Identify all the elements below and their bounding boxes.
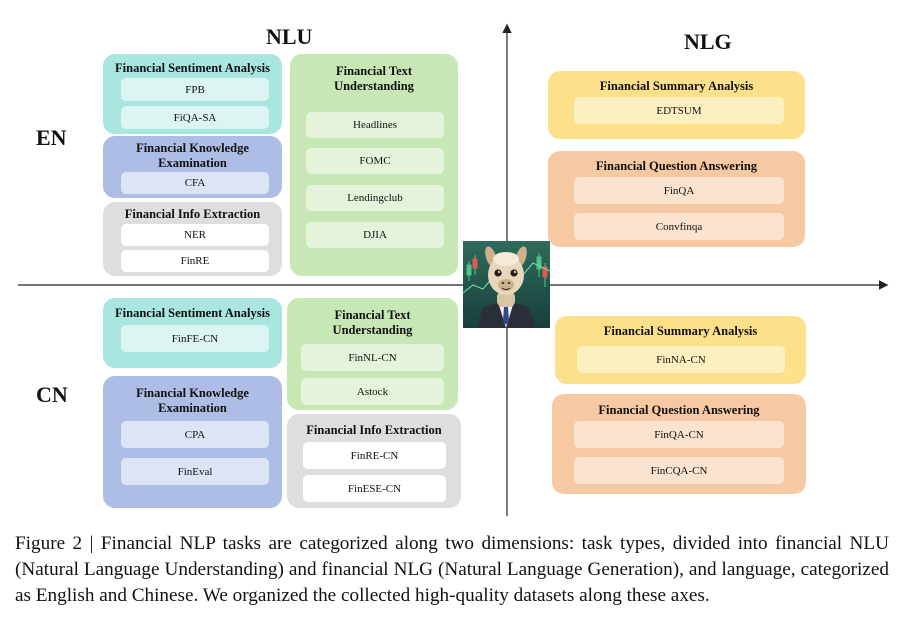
dataset-item: Astock <box>301 378 444 405</box>
dataset-item: Convfinqa <box>574 213 784 240</box>
cn-knowledge-panel: Financial Knowledge Examination CPA FinE… <box>103 376 282 508</box>
nlu-label: NLU <box>266 24 313 49</box>
panel-title: Financial Question Answering <box>595 159 758 173</box>
llama-in-suit-icon <box>462 241 551 328</box>
figure-caption: Figure 2 | Financial NLP tasks are categ… <box>15 533 889 606</box>
dataset-item: Headlines <box>306 112 444 138</box>
cn-label: CN <box>36 382 68 407</box>
dataset-item: FOMC <box>306 148 444 174</box>
en-knowledge-panel: Financial Knowledge Examination CFA <box>103 136 282 198</box>
cn-qa-panel: Financial Question Answering FinQA-CN Fi… <box>552 394 806 494</box>
panel-title: Financial Text Understanding <box>332 308 413 337</box>
panel-title: Financial Knowledge Examination <box>136 141 249 170</box>
en-qa-panel: Financial Question Answering FinQA Convf… <box>548 151 805 247</box>
panel-title: Financial Sentiment Analysis <box>115 61 270 75</box>
dataset-item: FPB <box>121 78 269 101</box>
panel-title: Financial Text Understanding <box>334 64 414 93</box>
en-sentiment-panel: Financial Sentiment Analysis FPB FiQA-SA <box>103 54 282 134</box>
dataset-item: FinNA-CN <box>577 346 785 373</box>
cn-sentiment-panel: Financial Sentiment Analysis FinFE-CN <box>103 298 282 368</box>
dataset-item: EDTSUM <box>574 97 784 124</box>
panel-title: Financial Summary Analysis <box>599 79 754 93</box>
en-label: EN <box>36 125 67 150</box>
en-text-panel: Financial Text Understanding Headlines F… <box>290 54 458 276</box>
dataset-item: FinEval <box>121 458 269 485</box>
dataset-item: Lendingclub <box>306 185 444 211</box>
dataset-item: FinQA <box>574 177 784 204</box>
panel-title: Financial Info Extraction <box>124 207 261 221</box>
cn-text-panel: Financial Text Understanding FinNL-CN As… <box>287 298 458 410</box>
dataset-item: FinCQA-CN <box>574 457 784 484</box>
dataset-item: FinRE-CN <box>303 442 446 469</box>
en-summary-panel: Financial Summary Analysis EDTSUM <box>548 71 805 139</box>
dataset-item: CPA <box>121 421 269 448</box>
cn-extraction-panel: Financial Info Extraction FinRE-CN FinES… <box>287 414 461 508</box>
dataset-item: FinRE <box>121 250 269 272</box>
dataset-item: FinNL-CN <box>301 344 444 371</box>
dataset-item: NER <box>121 224 269 246</box>
en-extraction-panel: Financial Info Extraction NER FinRE <box>103 202 282 276</box>
nlg-label: NLG <box>684 29 732 54</box>
panel-title: Financial Info Extraction <box>306 423 442 437</box>
panel-title: Financial Question Answering <box>598 403 760 417</box>
panel-title: Financial Summary Analysis <box>603 324 758 338</box>
panel-title: Financial Knowledge Examination <box>136 386 249 415</box>
dataset-item: FiQA-SA <box>121 106 269 129</box>
cn-summary-panel: Financial Summary Analysis FinNA-CN <box>555 316 806 384</box>
dataset-item: DJIA <box>306 222 444 248</box>
dataset-item: CFA <box>121 172 269 194</box>
dataset-item: FinFE-CN <box>121 325 269 352</box>
dataset-item: FinQA-CN <box>574 421 784 448</box>
dataset-item: FinESE-CN <box>303 475 446 502</box>
panel-title: Financial Sentiment Analysis <box>115 306 270 320</box>
